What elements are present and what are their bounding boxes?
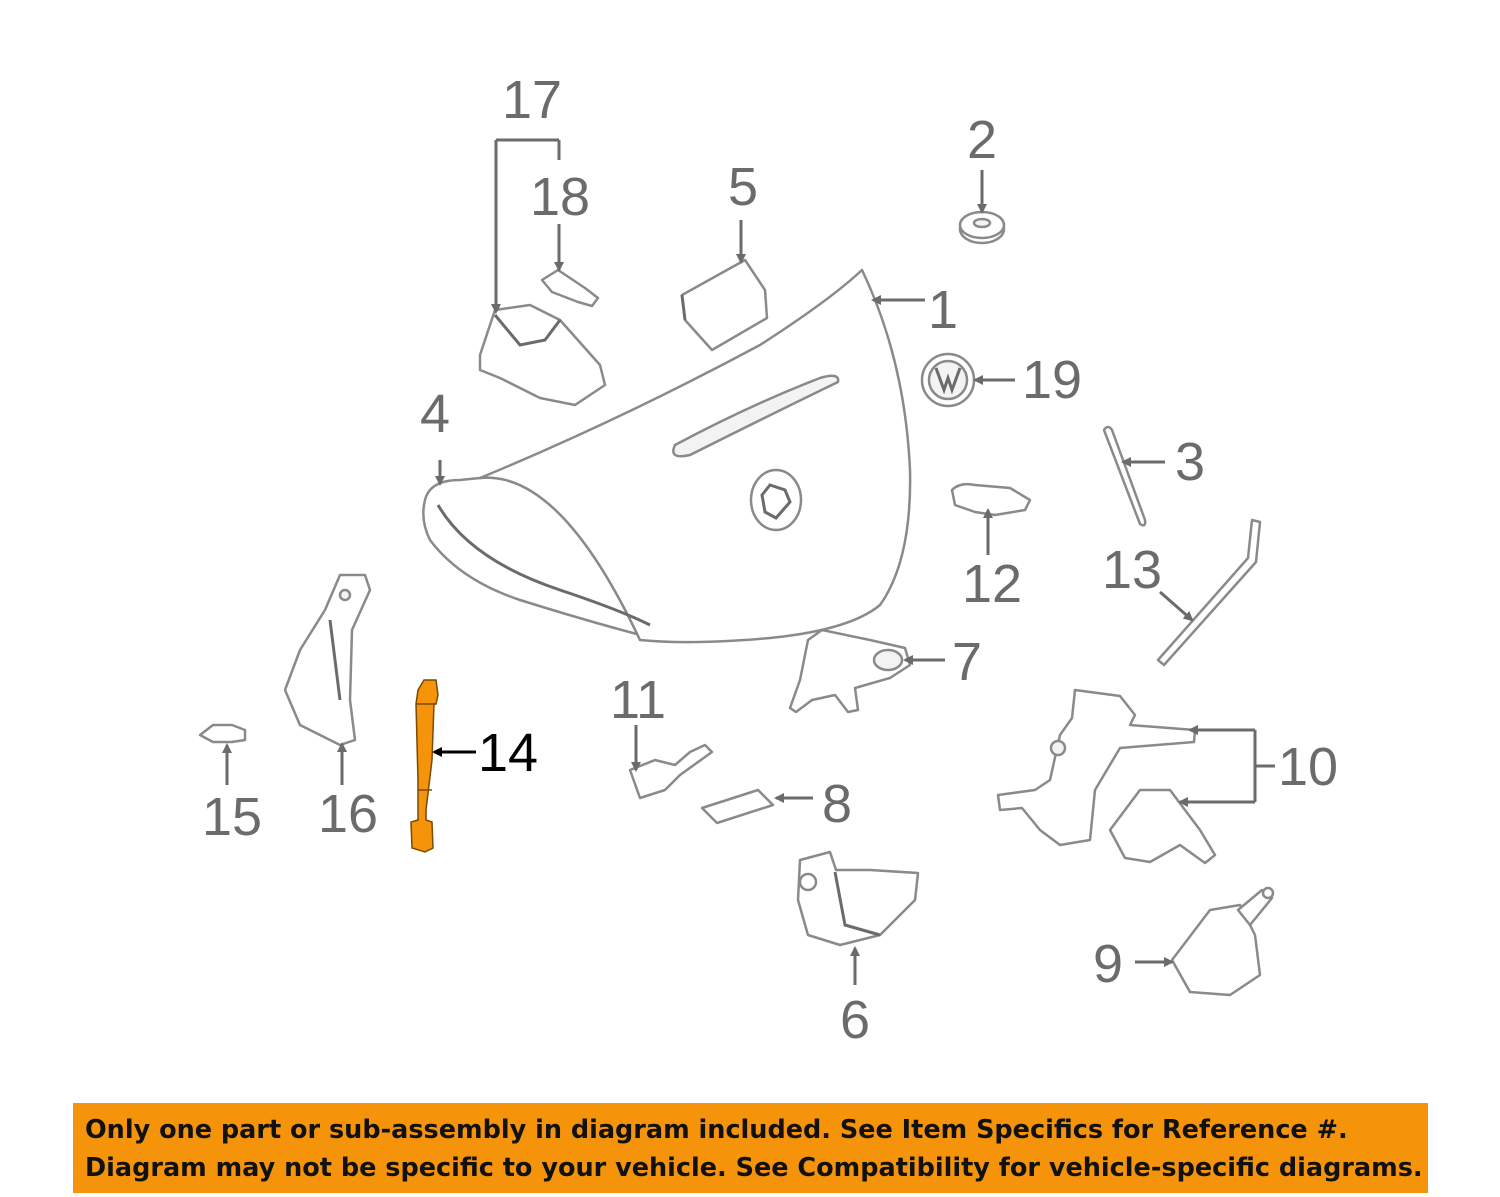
socket-part-12 [950, 482, 1032, 517]
grommet-part-2 [958, 210, 1006, 245]
callout-18: 18 [530, 167, 590, 227]
callout-15: 15 [202, 787, 262, 847]
trunk-lid-seal-part-4 [436, 504, 651, 627]
hinge-arm-part-16 [283, 573, 372, 747]
callout-8: 8 [822, 774, 852, 834]
switch-part-11 [628, 743, 714, 800]
trunk-lid-part-1 [422, 268, 912, 644]
callout-2: 2 [967, 110, 997, 170]
callout-1: 1 [928, 280, 958, 340]
bulb-part-18 [540, 268, 600, 308]
parts-diagram: 1 2 3 4 5 6 7 8 9 10 11 12 13 14 15 16 1… [198, 70, 1338, 1050]
callout-16: 16 [318, 784, 378, 844]
rod-part-13 [1156, 518, 1262, 667]
label-part-8 [700, 788, 775, 825]
callout-19: 19 [1022, 350, 1082, 410]
latch-part-6 [796, 850, 920, 947]
disclaimer-line-1: Only one part or sub-assembly in diagram… [85, 1115, 1348, 1145]
callout-10: 10 [1278, 737, 1338, 797]
callout-13: 13 [1102, 540, 1162, 600]
callout-7: 7 [952, 632, 982, 692]
callout-4: 4 [420, 384, 450, 444]
callout-14: 14 [478, 723, 538, 783]
disclaimer-banner: Only one part or sub-assembly in diagram… [73, 1103, 1428, 1193]
emblem-part-19 [920, 352, 976, 408]
callout-11: 11 [610, 670, 666, 730]
callout-6: 6 [840, 990, 870, 1050]
molding-part-3 [1102, 425, 1147, 527]
lift-support-part-14 [410, 679, 439, 853]
actuator-part-9 [1170, 886, 1275, 997]
disclaimer-line-2: Diagram may not be specific to your vehi… [85, 1153, 1423, 1183]
callout-9: 9 [1093, 934, 1123, 994]
callout-17: 17 [502, 70, 562, 130]
callout-5: 5 [728, 157, 758, 217]
leader-lines [222, 138, 1275, 985]
callout-3: 3 [1175, 432, 1205, 492]
pad-part-5 [680, 258, 769, 352]
hinge-part-10 [996, 688, 1217, 865]
pin-part-15 [198, 723, 247, 744]
callout-12: 12 [962, 554, 1022, 614]
lamp-housing-part-17 [478, 303, 607, 407]
hinge-bracket-part-7 [788, 628, 912, 714]
